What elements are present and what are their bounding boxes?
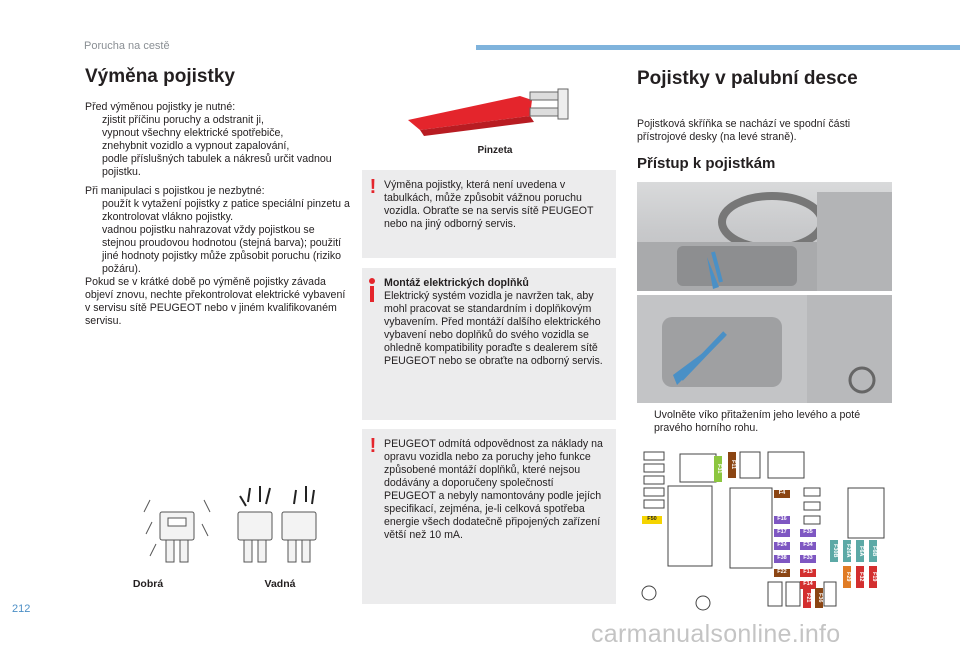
fuse-f21: F21 (803, 588, 811, 608)
fuse-f34: F34 (800, 542, 816, 550)
fuse-condition-illustration (143, 486, 317, 563)
warning-box-2: ! PEUGEOT odmítá odpovědnost za náklady … (362, 429, 616, 604)
access-step: Uvolněte víko přitažením jeho levého a p… (637, 409, 892, 435)
info-title: Montáž elektrických doplňků (384, 277, 529, 289)
bad-fuse-label: Vadná (264, 578, 296, 590)
fuse-f36: F36 (815, 588, 823, 608)
fuse-f13: F13 (800, 569, 816, 577)
list-item: Uvolněte víko přitažením jeho levého a p… (654, 409, 861, 434)
fuse-f16: F16 (774, 516, 790, 524)
fuse-f50: F50 (642, 516, 662, 524)
pre-intro: Před výměnou pojistky je nutné: (85, 101, 236, 113)
fuse-f22: F22 (774, 569, 790, 577)
fuse-f17: F17 (774, 529, 790, 537)
fuse-f24: F24 (774, 542, 790, 550)
info-body: Elektrický systém vozidla je navržen tak… (384, 290, 603, 367)
dashboard-photo-bottom (637, 295, 892, 403)
bad-fuse-icon (237, 486, 317, 563)
list-item: znehybnit vozidlo a vypnout zapalování, (102, 140, 290, 152)
fuse-f32: F32 (856, 566, 864, 588)
access-subtitle: Přístup k pojistkám (637, 155, 776, 172)
fuse-f29: F29 (843, 566, 851, 588)
left-title: Výměna pojistky (85, 66, 235, 87)
fuse-f6a: F6A (856, 540, 864, 562)
tweezers-icon (408, 88, 569, 136)
page-number: 212 (12, 603, 31, 615)
fuse-f35: F35 (800, 529, 816, 537)
list-item: vypnout všechny elektrické spotřebiče, (102, 127, 284, 139)
fuse-box-diagram: F50 F31 F11 F4 F16 F17 F24 F38 F22 F35 F… (640, 448, 890, 613)
warning-icon: ! (369, 176, 377, 198)
warning-text-2: PEUGEOT odmítá odpovědnost za náklady na… (384, 438, 603, 541)
header-accent-bar (476, 45, 960, 50)
good-fuse-label: Dobrá (132, 578, 164, 590)
warning-box-1: ! Výměna pojistky, která není uvedena v … (362, 170, 616, 258)
fuse-f33: F33 (800, 555, 816, 563)
fuse-f26a: F26A (843, 540, 851, 562)
warning-text-1: Výměna pojistky, která není uvedena v ta… (384, 179, 594, 230)
open-arrow-icon (707, 257, 719, 289)
section-header: Porucha na cestě (84, 40, 170, 52)
fuse-f38: F38 (774, 555, 790, 563)
list-item: použít k vytažení pojistky z patice spec… (102, 198, 350, 223)
fuse-f30b: F30B (830, 540, 838, 562)
tweezers-caption: Pinzeta (477, 145, 513, 156)
fuse-f11: F11 (728, 452, 736, 478)
list-item: zjistit příčinu poruchy a odstranit ji, (102, 114, 264, 126)
fuse-f6b: F6B (869, 540, 877, 562)
watermark: carmanualsonline.info (591, 620, 841, 648)
warning-icon: ! (369, 435, 377, 457)
list-item: podle příslušných tabulek a nákresů urči… (102, 153, 332, 178)
fuse-f19: F19 (869, 566, 877, 588)
fuse-f14: F14 (800, 581, 816, 589)
fuse-f4: F4 (774, 490, 790, 498)
closing-paragraph: Pokud se v krátké době po výměně pojistk… (85, 276, 346, 327)
info-icon (369, 278, 375, 284)
fuse-f31: F31 (714, 456, 722, 482)
list-item: vadnou pojistku nahrazovat vždy pojistko… (102, 224, 342, 275)
right-intro: Pojistková skříňka se nachází ve spodní … (637, 118, 851, 143)
info-text: Montáž elektrických doplňků Elektrický s… (384, 277, 604, 368)
right-title: Pojistky v palubní desce (637, 68, 858, 89)
left-text-block: Před výměnou pojistky je nutné: zjistit … (85, 101, 350, 328)
handling-intro: Při manipulaci s pojistkou je nezbytné: (85, 185, 265, 197)
info-box: Montáž elektrických doplňků Elektrický s… (362, 268, 616, 420)
handling-list: použít k vytažení pojistky z patice spec… (85, 198, 350, 276)
good-fuse-icon (143, 499, 211, 563)
pre-list: zjistit příčinu poruchy a odstranit ji, … (85, 114, 350, 179)
dashboard-photo-top (637, 182, 892, 291)
